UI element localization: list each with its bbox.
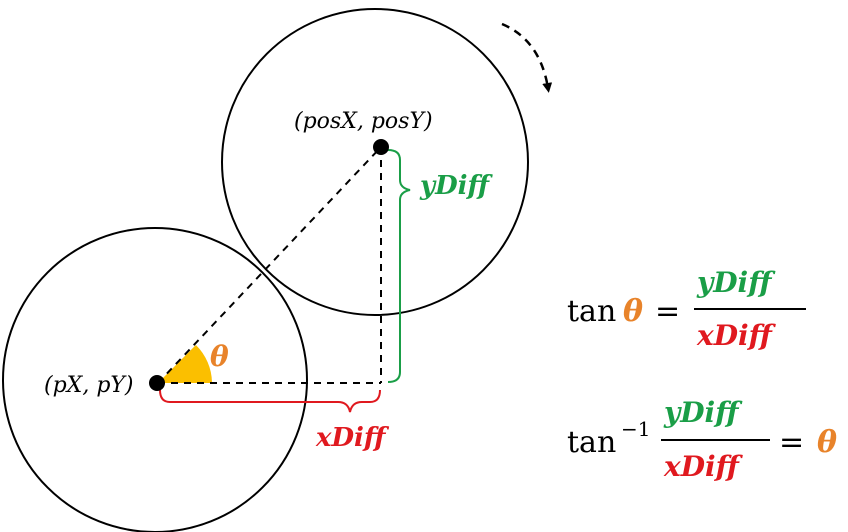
formula-atan-func: tan	[567, 425, 616, 460]
target-point	[373, 139, 389, 155]
x-diff-brace	[159, 389, 381, 413]
formula-atan-numerator: yDiff	[663, 396, 743, 429]
player-point	[149, 375, 165, 391]
formula-atan-denominator: xDiff	[663, 450, 744, 483]
formula-tan-func: tan	[567, 294, 616, 329]
y-diff-label: yDiff	[419, 171, 494, 201]
formula-tan-theta: θ	[623, 294, 643, 329]
hypotenuse-line	[157, 146, 382, 384]
player-point-label: (pX, pY)	[44, 373, 134, 398]
formula-atan-exponent: −1	[621, 417, 650, 441]
theta-label: θ	[210, 340, 229, 373]
formula-tan-numerator: yDiff	[696, 266, 776, 299]
target-point-label: (posX, posY)	[294, 109, 433, 134]
angle-wedge	[158, 345, 212, 383]
rotation-arrow-icon	[501, 22, 553, 93]
y-diff-brace	[387, 149, 411, 383]
target-circle	[221, 8, 529, 316]
formula-tan: tan θ = yDiff xDiff	[567, 266, 806, 352]
formula-tan-equals: =	[655, 294, 680, 329]
formula-atan: tan −1 yDiff xDiff = θ	[567, 396, 837, 483]
x-diff-label: xDiff	[315, 423, 390, 453]
player-circle	[2, 227, 308, 532]
formula-atan-equals: =	[779, 425, 804, 460]
formula-tan-denominator: xDiff	[696, 319, 777, 352]
formula-atan-theta: θ	[817, 425, 837, 460]
